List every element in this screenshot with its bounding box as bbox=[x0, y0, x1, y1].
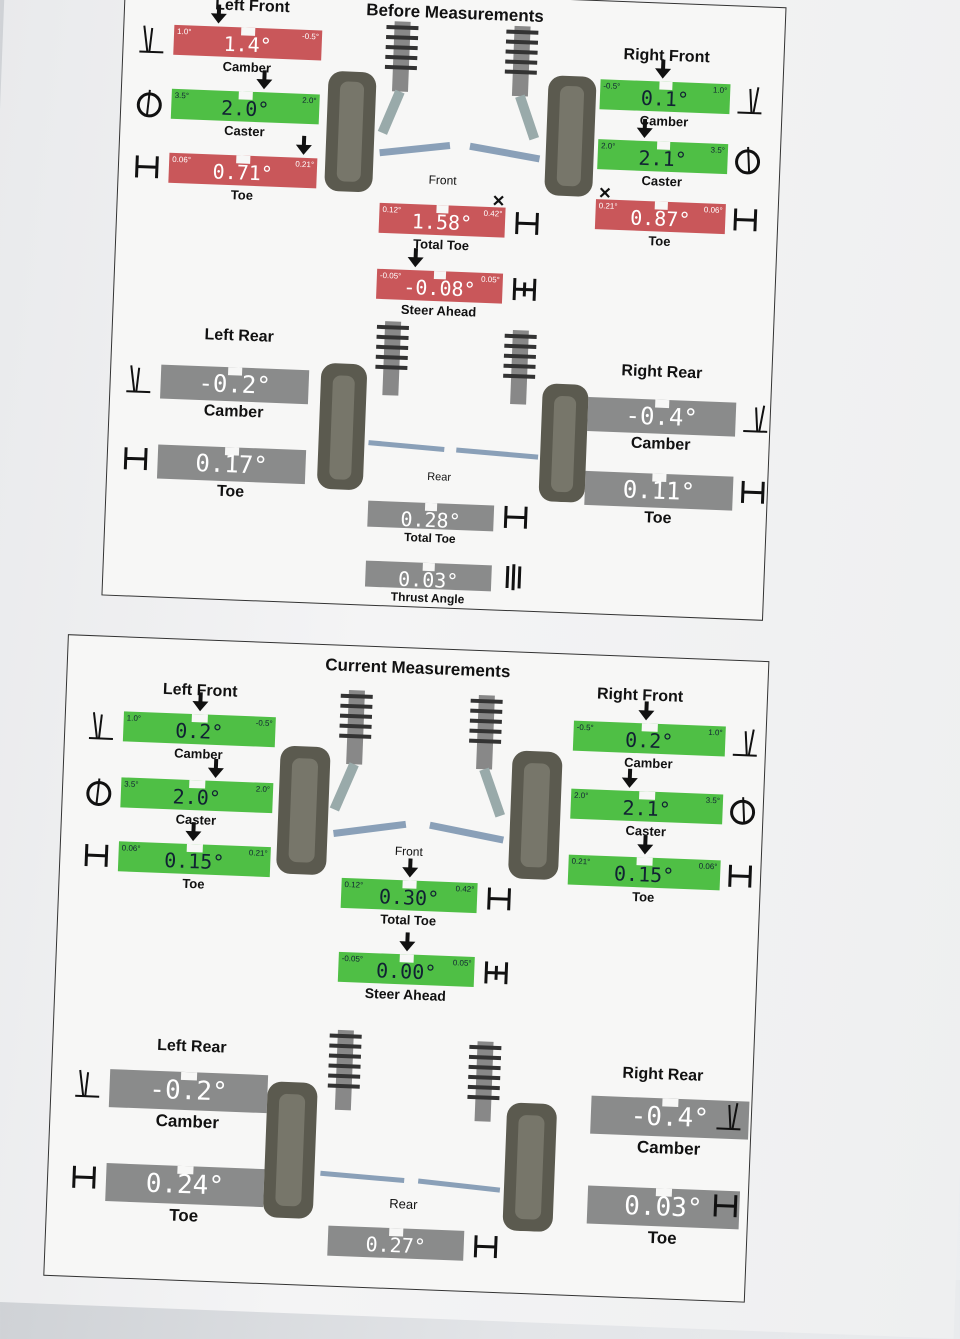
steer-ahead-icon bbox=[510, 274, 539, 305]
caster-icon bbox=[728, 795, 757, 826]
gauge-label: Caster bbox=[641, 172, 683, 190]
left-front-toe-gauge: 0.06° 0.21° 0.15° Toe bbox=[117, 841, 271, 892]
gauge-label: Total Toe bbox=[379, 911, 437, 929]
rear-total-toe-gauge: 0.28° Total Toe bbox=[367, 500, 495, 546]
gauge-label: Camber bbox=[639, 112, 689, 130]
total-toe-icon bbox=[485, 883, 514, 914]
toe-icon bbox=[731, 204, 760, 235]
gauge-label: Toe bbox=[168, 1205, 199, 1226]
steer-ahead-icon bbox=[482, 957, 511, 988]
camber-icon bbox=[137, 23, 166, 54]
camber-icon bbox=[73, 1068, 102, 1099]
toe-icon bbox=[121, 443, 150, 474]
gauge-label: Caster bbox=[175, 811, 217, 828]
right-front-toe-gauge: 0.21° 0.06° ✕ 0.87° Toe bbox=[594, 185, 726, 249]
caster-icon bbox=[84, 776, 113, 807]
thrust-angle-icon bbox=[499, 562, 528, 593]
left-rear-toe-gauge: 0.24° Toe bbox=[105, 1163, 265, 1226]
front-suspension-illustration bbox=[272, 681, 569, 892]
right-front-camber-gauge: -0.5° 1.0° 0.1° Camber bbox=[599, 79, 731, 130]
toe-icon bbox=[711, 1190, 740, 1221]
total-toe-icon bbox=[512, 208, 541, 239]
gauge-label: Toe bbox=[648, 233, 671, 250]
gauge-label: Camber bbox=[623, 754, 673, 772]
toe-icon bbox=[82, 840, 111, 871]
rear-suspension-illustration bbox=[307, 312, 594, 503]
gauge-label: Total Toe bbox=[412, 236, 470, 254]
gauge-label: Toe bbox=[643, 509, 672, 528]
gauge-label: Camber bbox=[173, 745, 223, 763]
gauge-label: Camber bbox=[630, 434, 691, 454]
right-front-camber-gauge: -0.5° 1.0° 0.2° Camber bbox=[572, 720, 726, 771]
gauge-label: Toe bbox=[230, 187, 254, 203]
left-rear-camber-gauge: -0.2° Camber bbox=[108, 1069, 269, 1132]
toe-icon bbox=[132, 151, 161, 182]
left-rear-camber-gauge: -0.2° Camber bbox=[160, 364, 310, 422]
thrust-angle-gauge: 0.03° Thrust Angle bbox=[364, 560, 492, 606]
gauge-label: Camber bbox=[636, 1137, 701, 1159]
left-front-caster-gauge: 3.5° 2.0° 2.0° Caster bbox=[120, 777, 274, 828]
right-rear-header: Right Rear bbox=[622, 1064, 704, 1085]
toe-icon bbox=[70, 1162, 99, 1193]
gauge-label: Camber bbox=[203, 402, 264, 422]
left-front-toe-gauge: 0.06° 0.21° 0.71° Toe bbox=[168, 152, 318, 203]
steer-ahead-gauge: -0.05° 0.05° -0.08° Steer Ahead bbox=[376, 268, 504, 320]
right-front-toe-gauge: 0.21° 0.06° 0.15° Toe bbox=[567, 854, 721, 905]
gauge-label: Toe bbox=[631, 889, 655, 905]
right-front-caster-gauge: 2.0° 3.5° 2.1° Caster bbox=[597, 139, 729, 189]
camber-icon bbox=[124, 363, 153, 394]
rear-total-toe-gauge: 0.27° bbox=[327, 1225, 465, 1261]
current-measurements-panel: Current Measurements Left Front Right Fr… bbox=[43, 634, 770, 1303]
caster-icon bbox=[733, 144, 762, 175]
toe-icon bbox=[726, 861, 755, 892]
total-toe-icon bbox=[501, 502, 530, 533]
gauge-label: Caster bbox=[223, 122, 265, 140]
caster-icon bbox=[135, 87, 164, 118]
left-rear-toe-gauge: 0.17° Toe bbox=[156, 444, 307, 501]
camber-icon bbox=[714, 1100, 743, 1131]
left-front-camber-gauge: 1.0° -0.5° 1.4° Camber bbox=[173, 24, 323, 76]
before-measurements-panel: Before Measurements Left Front Right Fro… bbox=[101, 0, 787, 621]
right-front-header: Right Front bbox=[596, 685, 684, 706]
left-front-camber-gauge: 1.0° -0.5° 0.2° Camber bbox=[122, 711, 276, 762]
rear-suspension-illustration bbox=[259, 1021, 566, 1232]
left-rear-header: Left Rear bbox=[156, 1036, 227, 1057]
camber-icon bbox=[87, 710, 116, 741]
steer-ahead-gauge: -0.05° 0.05° 0.00° Steer Ahead bbox=[337, 951, 475, 1004]
left-rear-header: Left Rear bbox=[204, 326, 275, 346]
front-suspension-illustration bbox=[318, 11, 605, 212]
gauge-label: Toe bbox=[647, 1227, 678, 1248]
total-toe-icon bbox=[471, 1231, 500, 1262]
camber-icon bbox=[731, 727, 760, 758]
right-front-header: Right Front bbox=[623, 46, 711, 67]
right-rear-toe-gauge: 0.11° Toe bbox=[584, 470, 734, 527]
gauge-label: Toe bbox=[182, 875, 205, 892]
gauge-label: Camber bbox=[155, 1110, 220, 1133]
out-of-range-x-icon: ✕ bbox=[597, 185, 612, 203]
front-total-toe-gauge: 0.12° 0.42° ✕ 1.58° Total Toe bbox=[378, 193, 506, 253]
camber-icon bbox=[741, 403, 770, 434]
gauge-label: Toe bbox=[216, 482, 245, 501]
right-front-caster-gauge: 2.0° 3.5° 2.1° Caster bbox=[570, 788, 724, 839]
camber-icon bbox=[735, 84, 764, 115]
left-front-caster-gauge: 3.5° 2.0° 2.0° Caster bbox=[170, 88, 320, 139]
gauge-label: Camber bbox=[222, 58, 272, 76]
toe-icon bbox=[738, 477, 767, 508]
gauge-label: Steer Ahead bbox=[364, 984, 447, 1004]
right-rear-header: Right Rear bbox=[621, 362, 703, 383]
right-rear-camber-gauge: -0.4° Camber bbox=[587, 396, 737, 454]
